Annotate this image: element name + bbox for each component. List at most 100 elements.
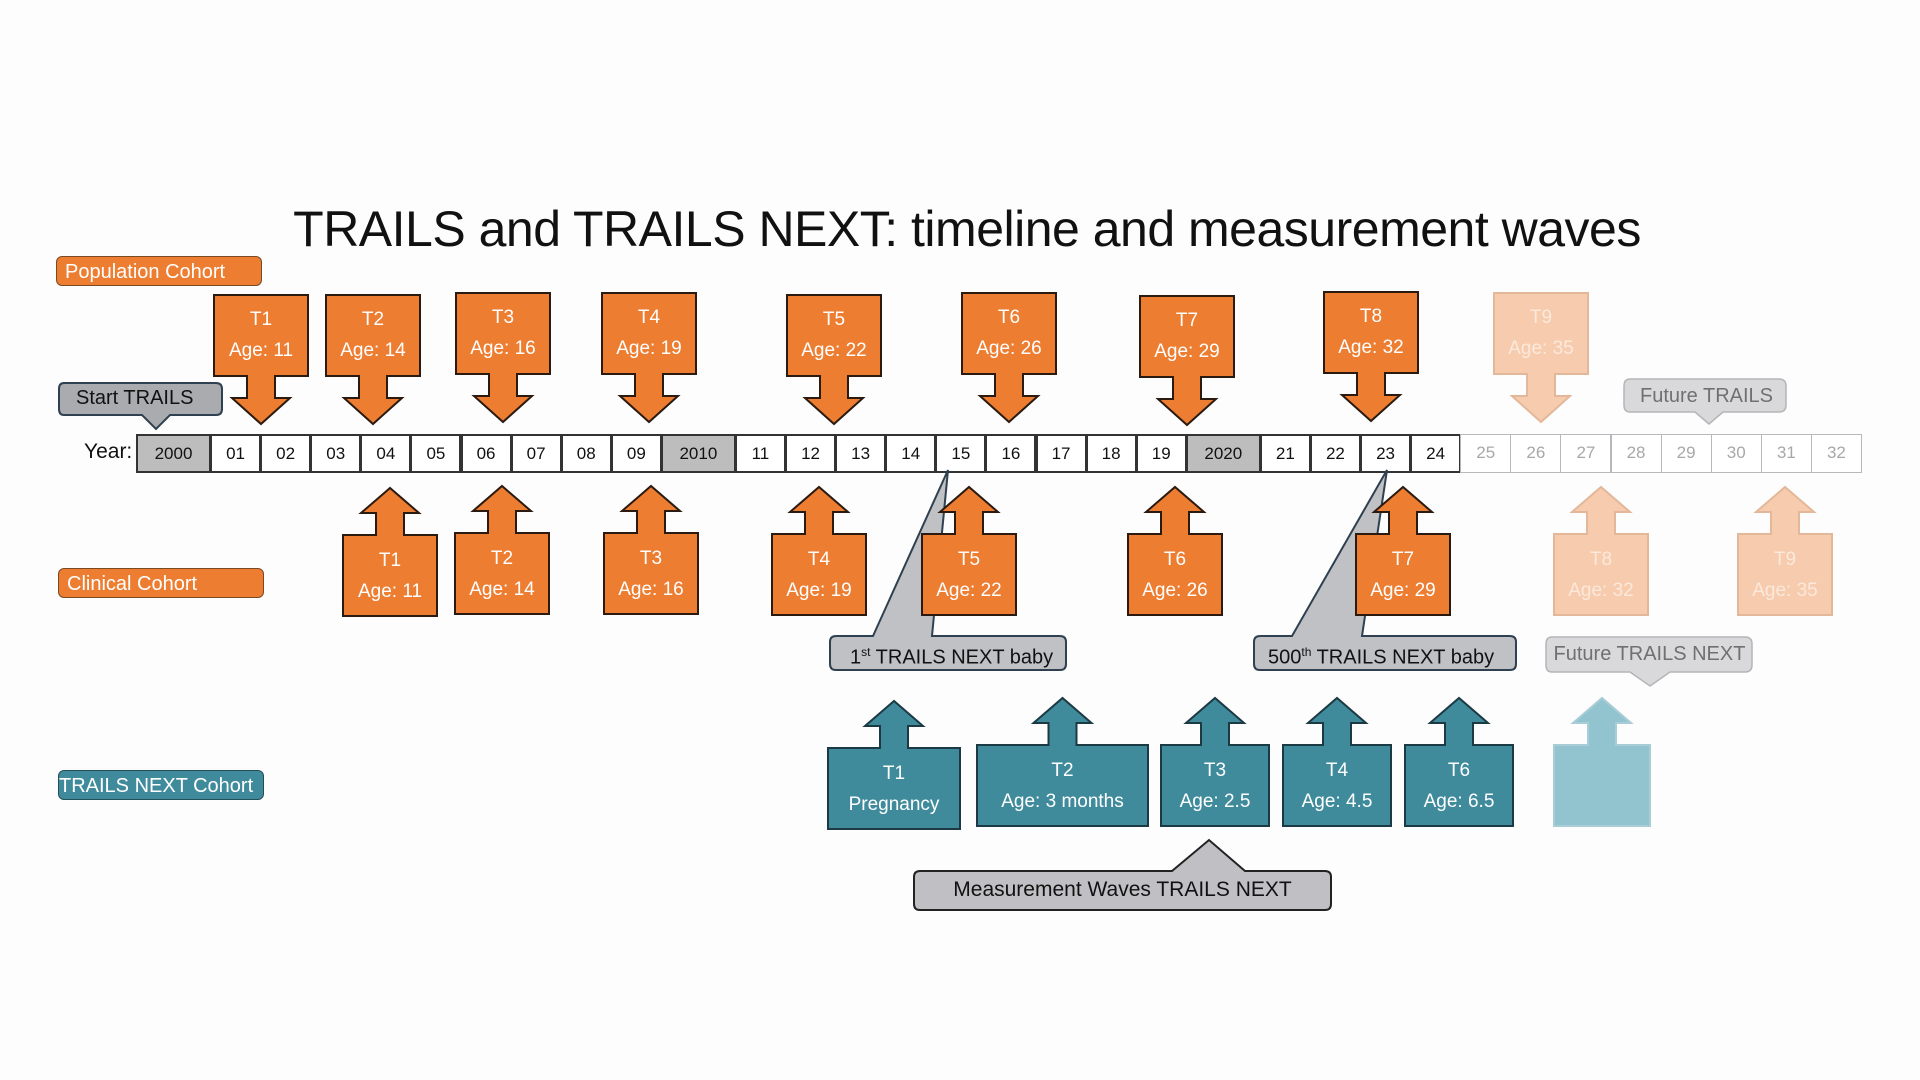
trails-next-arrow-3 xyxy=(1160,696,1270,827)
population-arrow-9 xyxy=(1493,292,1589,424)
year-cell-29: 29 xyxy=(1660,434,1712,473)
year-cell-15: 15 xyxy=(935,434,987,473)
population-wave-age: Age: 32 xyxy=(1338,337,1404,358)
population-wave-label: T1 xyxy=(249,309,273,330)
trails-next-wave-age: Age: 2.5 xyxy=(1179,791,1251,812)
start-trails-callout-shape xyxy=(58,382,223,431)
clinical-wave-age: Age: 32 xyxy=(1568,580,1634,601)
year-cell-31: 31 xyxy=(1760,434,1812,473)
trails-next-wave-label: T4 xyxy=(1325,760,1349,781)
clinical-cohort-label: Clinical Cohort xyxy=(58,568,264,598)
population-arrow-8 xyxy=(1323,291,1419,423)
first-baby-callout-shape xyxy=(829,469,1067,671)
population-arrow-5 xyxy=(786,294,882,426)
year-cell-24: 24 xyxy=(1410,434,1462,473)
year-cell-2000: 2000 xyxy=(136,434,211,473)
trails-next-arrow-2 xyxy=(976,696,1149,827)
year-cell-32: 32 xyxy=(1810,434,1862,473)
population-wave-label: T5 xyxy=(822,309,846,330)
year-cell-21: 21 xyxy=(1259,434,1311,473)
trails-next-arrow-4 xyxy=(1282,696,1392,827)
year-cell-14: 14 xyxy=(885,434,937,473)
year-cell-19: 19 xyxy=(1135,434,1187,473)
clinical-arrow-2 xyxy=(454,484,550,615)
population-wave-age: Age: 14 xyxy=(340,340,406,361)
future-trails-next-callout-shape xyxy=(1545,636,1753,687)
trails-next-wave-age: Pregnancy xyxy=(848,794,940,815)
clinical-wave-age: Age: 22 xyxy=(936,580,1002,601)
clinical-wave-label: T6 xyxy=(1163,549,1187,570)
clinical-wave-label: T8 xyxy=(1589,549,1613,570)
trails-next-wave-label: T3 xyxy=(1203,760,1227,781)
year-cell-12: 12 xyxy=(785,434,837,473)
clinical-wave-label: T7 xyxy=(1391,549,1415,570)
first-baby-label: 1st TRAILS NEXT baby xyxy=(850,645,1054,669)
population-arrow-6 xyxy=(961,292,1057,424)
measurement-waves-callout-shape xyxy=(913,838,1332,911)
clinical-wave-age: Age: 35 xyxy=(1752,580,1818,601)
year-cell-01: 01 xyxy=(210,434,262,473)
measurement-waves-label: Measurement Waves TRAILS NEXT xyxy=(953,878,1292,901)
population-wave-age: Age: 11 xyxy=(228,340,294,361)
clinical-wave-label: T3 xyxy=(639,548,663,569)
population-wave-age: Age: 35 xyxy=(1508,338,1574,359)
year-cell-2010: 2010 xyxy=(660,434,736,473)
year-label: Year: xyxy=(84,440,133,463)
population-cohort-label: Population Cohort xyxy=(56,256,262,286)
clinical-wave-label: T5 xyxy=(957,549,981,570)
population-wave-age: Age: 16 xyxy=(470,338,536,359)
population-wave-label: T7 xyxy=(1175,310,1199,331)
population-wave-age: Age: 19 xyxy=(616,338,682,359)
start-trails-label: Start TRAILS xyxy=(76,387,194,409)
clinical-arrow-5 xyxy=(921,485,1017,616)
trails-next-wave-age: Age: 6.5 xyxy=(1423,791,1495,812)
trails-next-wave-age: Age: 3 months xyxy=(1001,791,1124,812)
clinical-arrow-9 xyxy=(1737,485,1833,616)
clinical-wave-age: Age: 26 xyxy=(1142,580,1208,601)
year-cell-18: 18 xyxy=(1085,434,1137,473)
trails-next-arrow-5 xyxy=(1404,696,1514,827)
year-cell-11: 11 xyxy=(734,434,786,473)
year-cell-13: 13 xyxy=(835,434,887,473)
year-cell-06: 06 xyxy=(460,434,512,473)
future-trails-callout-shape xyxy=(1623,378,1787,425)
trails-next-arrow-1 xyxy=(827,699,961,830)
population-arrow-7 xyxy=(1139,295,1235,427)
year-cell-03: 03 xyxy=(310,434,362,473)
year-cell-16: 16 xyxy=(985,434,1037,473)
year-cell-04: 04 xyxy=(360,434,412,473)
trails-next-wave-label: T1 xyxy=(882,763,906,784)
population-wave-label: T6 xyxy=(997,307,1021,328)
trails-next-cohort-label: TRAILS NEXT Cohort xyxy=(58,770,264,800)
year-cell-30: 30 xyxy=(1710,434,1762,473)
clinical-wave-age: Age: 29 xyxy=(1370,580,1436,601)
clinical-wave-label: T4 xyxy=(807,549,831,570)
trails-next-wave-age: Age: 4.5 xyxy=(1301,791,1373,812)
population-wave-label: T8 xyxy=(1359,306,1383,327)
trails-next-arrow-6 xyxy=(1553,696,1651,827)
clinical-arrow-3 xyxy=(603,484,699,615)
clinical-arrow-1 xyxy=(342,486,438,617)
population-wave-label: T4 xyxy=(637,307,661,328)
future-trails-next-label: Future TRAILS NEXT xyxy=(1553,643,1746,665)
clinical-arrow-8 xyxy=(1553,485,1649,616)
population-arrow-1 xyxy=(213,294,309,426)
